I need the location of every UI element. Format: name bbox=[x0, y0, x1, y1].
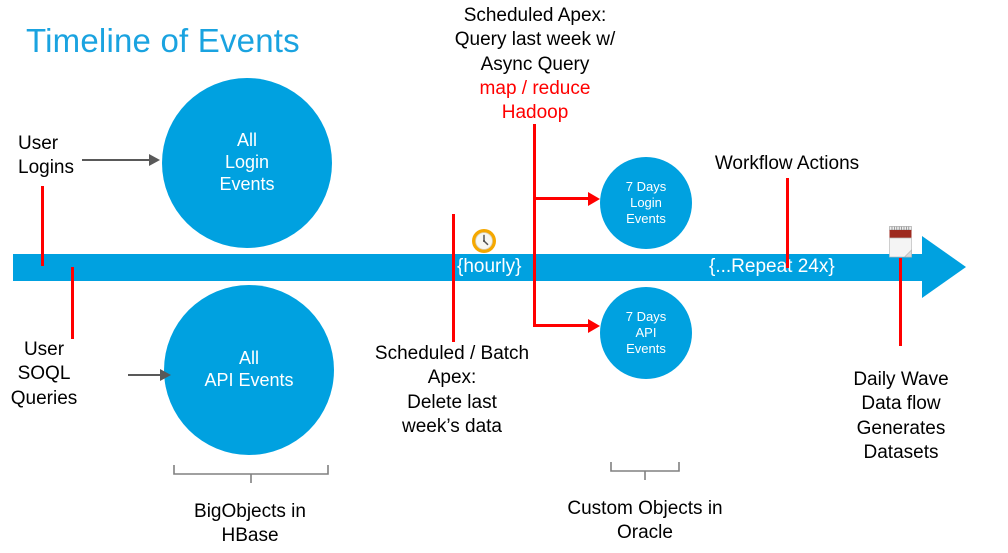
timeline-label-repeat: {...Repeat 24x} bbox=[709, 256, 835, 277]
timeline-arrowhead-icon bbox=[922, 236, 966, 298]
connector-scheduled-batch bbox=[452, 214, 455, 342]
label-customobjects-oracle: Custom Objects in Oracle bbox=[567, 498, 723, 544]
connector-scheduled-apex-trunk bbox=[533, 124, 536, 327]
arrowhead-user-logins-icon bbox=[149, 154, 160, 166]
connector-scheduled-apex-to-7day-api bbox=[533, 324, 590, 327]
arrowhead-to-7day-login-icon bbox=[588, 192, 600, 206]
label-scheduled-batch-apex: Scheduled / Batch Apex: Delete last week… bbox=[374, 343, 530, 437]
arrowhead-to-7day-api-icon bbox=[588, 319, 600, 333]
circle-all-api-events-label: All API Events bbox=[204, 348, 294, 390]
timeline-label-hourly: {hourly} bbox=[457, 256, 522, 277]
clock-icon bbox=[471, 228, 497, 254]
circle-all-login-events-label: All Login Events bbox=[219, 130, 275, 194]
label-user-soql-queries: User SOQL Queries bbox=[10, 339, 78, 409]
arrow-user-soql-to-circle bbox=[128, 374, 161, 376]
bracket-customobjects bbox=[609, 460, 681, 482]
bracket-bigobjects bbox=[172, 463, 330, 485]
label-workflow-actions: Workflow Actions bbox=[714, 153, 860, 174]
timeline-bar bbox=[13, 254, 925, 281]
connector-user-logins bbox=[41, 186, 44, 266]
label-scheduled-apex: Scheduled Apex: Query last week w/ Async… bbox=[455, 4, 616, 126]
connector-user-soql bbox=[71, 267, 74, 339]
label-scheduled-apex-black: Scheduled Apex: Query last week w/ Async… bbox=[454, 5, 616, 75]
notepad-icon bbox=[888, 226, 913, 259]
arrow-user-logins-to-circle bbox=[82, 159, 150, 161]
label-scheduled-apex-red: map / reduce Hadoop bbox=[479, 77, 591, 124]
circle-7day-api-events-label: 7 Days API Events bbox=[625, 309, 667, 356]
label-user-logins: User Logins bbox=[18, 133, 74, 179]
circle-all-login-events: All Login Events bbox=[162, 78, 332, 248]
circle-7day-api-events: 7 Days API Events bbox=[600, 287, 692, 379]
circle-7day-login-events-label: 7 Days Login Events bbox=[625, 179, 667, 226]
circle-7day-login-events: 7 Days Login Events bbox=[600, 157, 692, 249]
label-daily-wave-dataflow: Daily Wave Data flow Generates Datasets bbox=[853, 369, 949, 463]
label-bigobjects-hbase: BigObjects in HBase bbox=[194, 501, 306, 547]
connector-daily-wave bbox=[899, 258, 902, 346]
page-title: Timeline of Events bbox=[26, 22, 300, 59]
arrowhead-user-soql-icon bbox=[160, 369, 171, 381]
connector-scheduled-apex-to-7day-login bbox=[533, 197, 590, 200]
connector-workflow-actions bbox=[786, 178, 789, 268]
circle-all-api-events: All API Events bbox=[164, 285, 334, 455]
